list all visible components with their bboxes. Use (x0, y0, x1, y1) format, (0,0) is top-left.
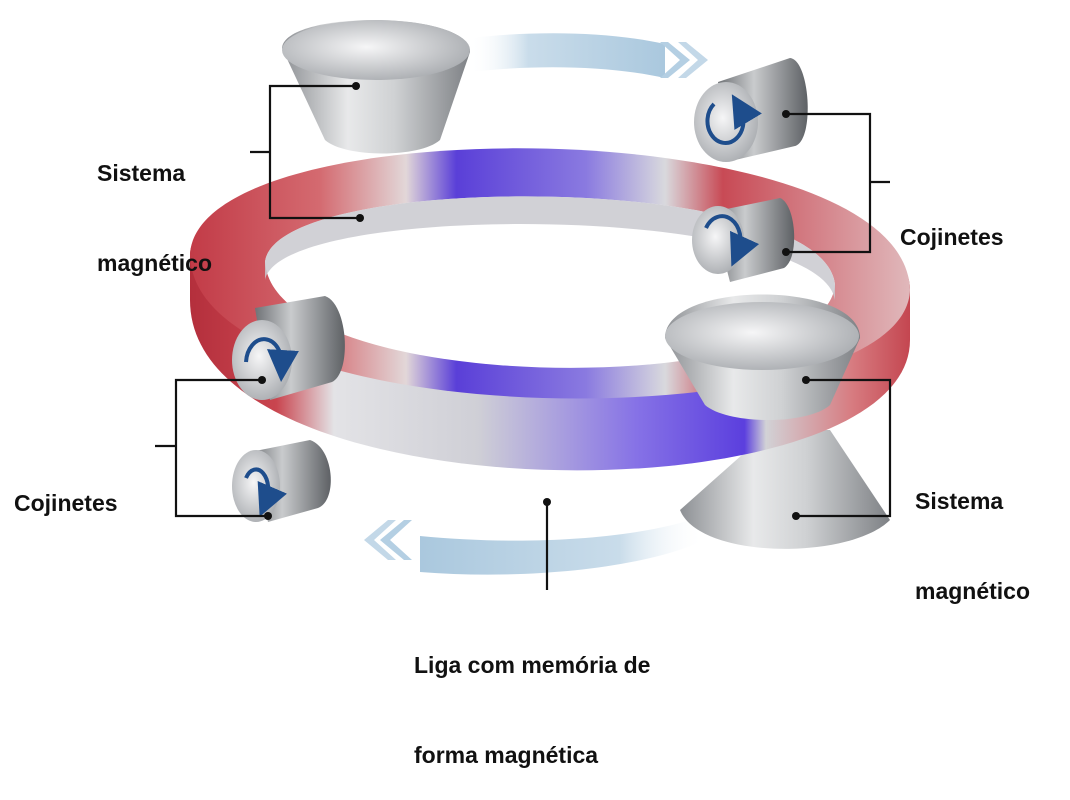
label-bearings-left: Cojinetes (14, 428, 118, 548)
flow-arrow-bottom (364, 515, 705, 575)
bearing-roller-icon (694, 58, 808, 162)
rotation-arrow-icon (705, 94, 762, 145)
label-line: Liga com memória de (414, 652, 651, 678)
label-magnet-top-left: Sistema magnético (97, 98, 212, 308)
rotation-arrow-icon (704, 214, 760, 267)
label-bearings-right: Cojinetes (900, 162, 1004, 282)
label-line: Cojinetes (900, 224, 1004, 250)
flow-chevron-icon (660, 42, 690, 78)
label-line: magnético (915, 578, 1031, 604)
label-line: Sistema (915, 488, 1004, 514)
label-line: Sistema (97, 160, 186, 186)
label-magnet-bottom-right: Sistema magnético (915, 426, 1030, 636)
label-line: forma magnética (414, 742, 599, 768)
bearing-roller-icon (692, 198, 795, 282)
label-line: Cojinetes (14, 490, 118, 516)
bearing-roller-icon (232, 440, 331, 522)
flow-chevron-icon (364, 520, 396, 560)
label-alloy: Liga com memória de forma magnética (414, 590, 650, 800)
flow-chevron-icon (678, 42, 708, 78)
magnet-cone-icon (665, 294, 860, 420)
flow-chevron-icon (380, 520, 412, 560)
rotation-arrow-icon (244, 337, 299, 382)
ring-diagram-svg (155, 19, 910, 590)
label-line: magnético (97, 250, 213, 276)
leader-bearings-left (174, 378, 268, 518)
rotation-arrow-icon (244, 467, 288, 517)
magnet-cone-icon (680, 430, 890, 549)
leader-lines (155, 82, 892, 590)
magnet-cone-icon (282, 19, 470, 154)
leader-magnet-bottom-right (796, 378, 892, 518)
flow-arrow-top (470, 33, 708, 78)
diagram: Sistema magnético Cojinetes Cojinetes Si… (14, 19, 1030, 768)
